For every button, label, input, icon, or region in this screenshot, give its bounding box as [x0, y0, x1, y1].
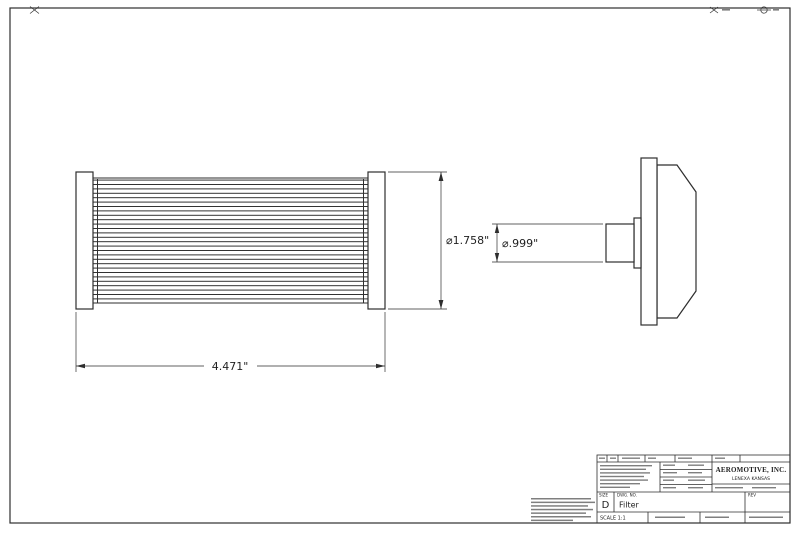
illegible-text-line: [600, 475, 644, 478]
illegible-text-line: [688, 464, 704, 466]
illegible-text-line: [648, 457, 656, 459]
housing-view: [605, 157, 697, 326]
scale-text: SCALE 1:1: [600, 516, 626, 522]
illegible-text-line: [531, 512, 586, 514]
corner-mark-icon: [29, 6, 40, 14]
illegible-text-line: [600, 483, 640, 485]
illegible-text-line: [663, 487, 676, 489]
registration-marks: [29, 6, 779, 14]
notes-block: [531, 498, 595, 522]
arrowhead-icon: [494, 253, 500, 262]
port-diameter-dimension: ⌀.999": [492, 223, 603, 263]
size-label: SIZE: [599, 493, 608, 498]
arrowhead-icon: [76, 363, 85, 369]
illegible-text-line: [600, 479, 648, 481]
filter-side-view: [75, 171, 386, 310]
illegible-text-line: [715, 457, 725, 459]
company-name: AEROMOTIVE, INC.: [716, 466, 787, 474]
filter-pleats: [93, 178, 368, 303]
illegible-text-line: [749, 516, 783, 518]
drawing-border: [9, 7, 791, 524]
illegible-text-line: [600, 468, 646, 470]
illegible-text-line: [610, 457, 616, 459]
title-block: AEROMOTIVE, INC. LENEXA KANSAS SIZE DWG.…: [596, 454, 791, 524]
illegible-text-line: [663, 464, 675, 466]
illegible-text-line: [705, 516, 729, 518]
port-diameter-dimension-text: ⌀.999": [502, 237, 538, 250]
title-block-frame: [596, 454, 791, 524]
illegible-text-line: [688, 472, 702, 474]
housing-body: [656, 164, 697, 319]
arrowhead-icon: [494, 224, 500, 233]
illegible-text-line: [722, 9, 730, 11]
illegible-text-line: [531, 508, 593, 511]
filter-right-end-cap: [367, 171, 386, 310]
illegible-text-line: [663, 472, 677, 474]
illegible-text-line: [531, 501, 595, 504]
housing-port-tube: [605, 223, 635, 263]
arrowhead-icon: [438, 300, 444, 309]
illegible-text-line: [622, 457, 640, 459]
housing-flange: [640, 157, 658, 326]
illegible-text-line: [688, 479, 705, 481]
dimension-text-mask: [500, 231, 546, 246]
illegible-text-line: [678, 457, 692, 459]
illegible-text-line: [715, 487, 743, 489]
illegible-text-line: [600, 465, 652, 467]
rev-label: REV: [748, 493, 756, 498]
illegible-text-line: [773, 9, 779, 11]
illegible-text-line: [663, 479, 674, 481]
length-dimension-text: 4.471": [212, 360, 249, 373]
arrowhead-icon: [376, 363, 385, 369]
arrowhead-icon: [438, 172, 444, 181]
illegible-text-line: [600, 472, 650, 474]
drawing-size: D: [602, 500, 610, 511]
dwg-no-label: DWG. NO.: [617, 493, 637, 498]
drawing-title: Filter: [619, 501, 640, 510]
housing-collar: [633, 217, 642, 269]
illegible-text-line: [531, 505, 588, 507]
illegible-text-line: [600, 486, 630, 488]
dimension-text-mask: [204, 358, 257, 374]
illegible-text-line: [688, 487, 703, 489]
length-dimension: 4.471": [75, 312, 386, 374]
illegible-text-line: [531, 498, 591, 500]
corner-mark-icon: [709, 6, 719, 14]
illegible-text-line: [531, 516, 591, 518]
illegible-text-line: [752, 487, 776, 489]
dimension-text-mask: [444, 232, 496, 247]
diameter-dimension: ⌀1.758": [388, 171, 496, 310]
illegible-text-line: [655, 516, 685, 518]
filter-left-end-cap: [75, 171, 94, 310]
illegible-text-line: [531, 519, 573, 522]
diameter-dimension-text: ⌀1.758": [446, 234, 489, 247]
company-location: LENEXA KANSAS: [732, 476, 770, 482]
illegible-text-line: [599, 457, 605, 459]
